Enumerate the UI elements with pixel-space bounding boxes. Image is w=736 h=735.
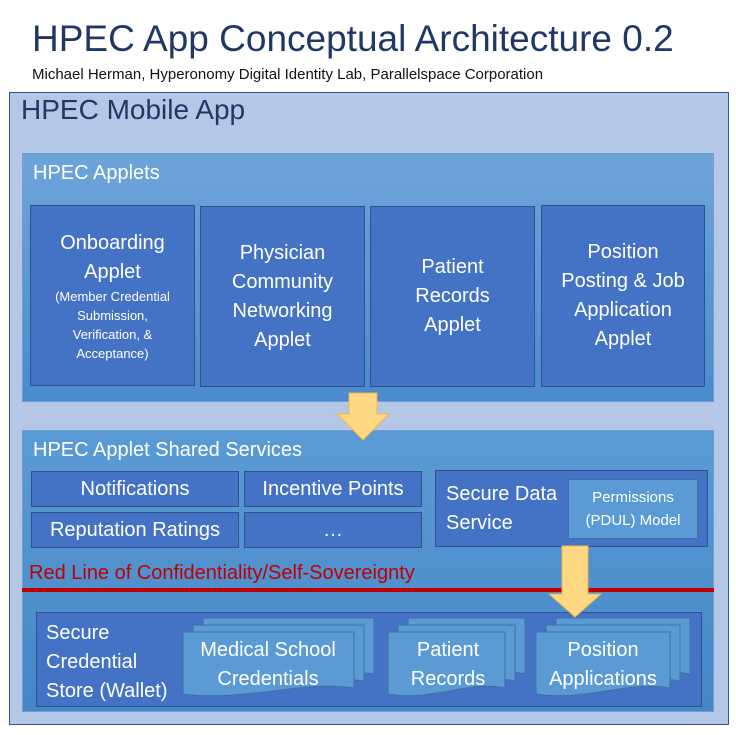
red-line bbox=[22, 588, 714, 592]
reputation-ratings-service: Reputation Ratings bbox=[31, 512, 239, 548]
note: Verification, & bbox=[72, 326, 153, 342]
label: Applet bbox=[424, 314, 481, 336]
shared-services-title: HPEC Applet Shared Services bbox=[33, 439, 303, 461]
note: (Member Credential bbox=[55, 288, 170, 304]
label: Secure Data bbox=[446, 482, 558, 505]
red-line-label: Red Line of Confidentiality/Self-Soverei… bbox=[29, 562, 415, 584]
label: Patient bbox=[416, 639, 480, 661]
label: Physician bbox=[239, 241, 326, 264]
note: Submission, bbox=[77, 307, 148, 323]
document-page-icon bbox=[387, 631, 506, 697]
label: Applet bbox=[84, 260, 141, 283]
permissions-model: Permissions (PDUL) Model bbox=[568, 479, 698, 539]
mobile-app-title: HPEC Mobile App bbox=[21, 94, 246, 125]
wallet-label: Secure Credential Store (Wallet) bbox=[46, 619, 168, 706]
label: Credential bbox=[46, 651, 138, 673]
label: Patient bbox=[421, 256, 484, 278]
diagram-title: HPEC App Conceptual Architecture 0.2 bbox=[32, 18, 674, 59]
label: Onboarding bbox=[60, 231, 165, 254]
label: Permissions bbox=[592, 489, 674, 506]
label: Applet bbox=[594, 328, 652, 350]
more-services: … bbox=[244, 512, 422, 548]
label: Service bbox=[446, 511, 513, 534]
label: Application bbox=[574, 299, 672, 321]
label: (PDUL) Model bbox=[585, 512, 681, 529]
label: Medical School bbox=[200, 639, 336, 661]
notifications-service: Notifications bbox=[31, 471, 239, 507]
patient-records-doc: Patient Records bbox=[388, 636, 508, 694]
medical-credentials-doc-icon bbox=[200, 628, 272, 695]
arrow-down-icon bbox=[335, 392, 391, 441]
document-page-icon bbox=[535, 631, 671, 697]
label: Applications bbox=[549, 668, 657, 690]
document-page-icon bbox=[182, 631, 355, 697]
applets-title: HPEC Applets bbox=[33, 162, 160, 184]
arrow-down-icon bbox=[547, 545, 603, 618]
position-applications-doc: Position Applications bbox=[536, 636, 670, 694]
incentive-points-service: Incentive Points bbox=[244, 471, 422, 507]
label: Credentials bbox=[217, 668, 319, 690]
label: Secure bbox=[46, 622, 110, 644]
physician-community-applet: Physician Community Networking Applet bbox=[200, 206, 365, 387]
diagram-subtitle: Michael Herman, Hyperonomy Digital Ident… bbox=[32, 66, 544, 83]
label: Networking bbox=[232, 299, 333, 322]
label: Position bbox=[567, 639, 639, 661]
patient-records-applet: Patient Records Applet bbox=[370, 206, 535, 387]
onboarding-applet: Onboarding Applet (Member Credential Sub… bbox=[30, 205, 195, 386]
label: Community bbox=[231, 270, 334, 293]
label: Applet bbox=[254, 328, 311, 351]
label: Store (Wallet) bbox=[46, 680, 168, 702]
label: Records bbox=[415, 285, 490, 307]
label: Posting & Job bbox=[561, 270, 685, 292]
label: Position bbox=[587, 241, 659, 263]
label: Records bbox=[410, 668, 486, 690]
medical-school-credentials-doc: Medical School Credentials bbox=[183, 636, 353, 694]
note: Acceptance) bbox=[76, 345, 149, 361]
position-posting-applet: Position Posting & Job Application Apple… bbox=[541, 205, 705, 387]
